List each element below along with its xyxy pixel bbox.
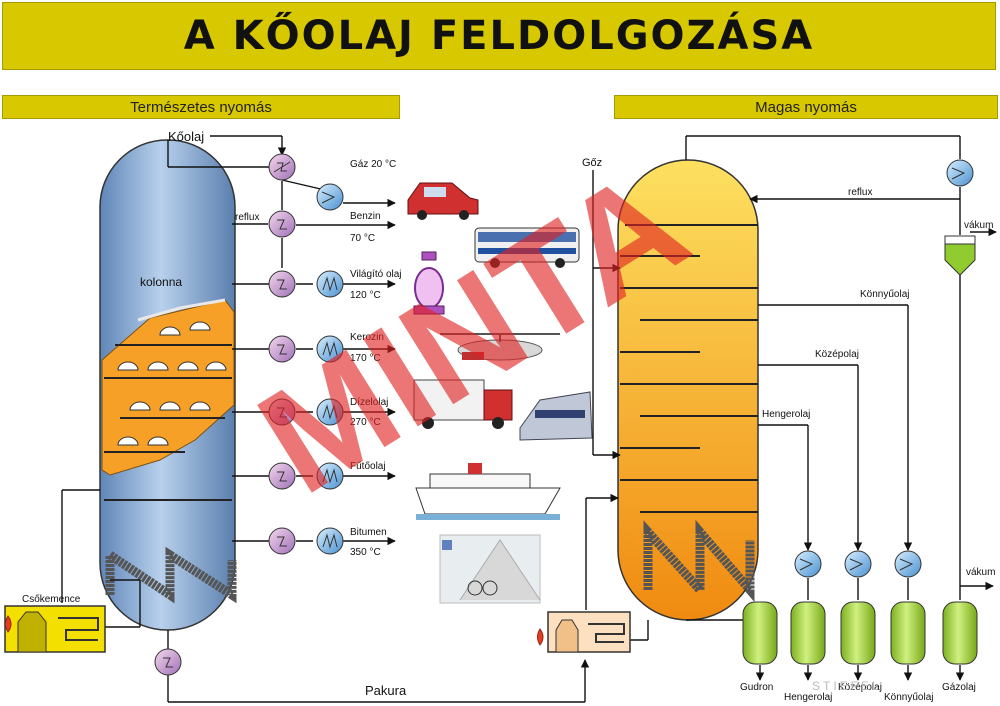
road-scene-icon [439,534,541,604]
left-reflux-label: reflux [235,212,259,223]
heat-exchanger-icon [268,335,296,363]
heat-exchanger-icon [268,153,296,181]
product-diesel-label: Dízelolaj [350,397,388,408]
bus-icon [474,227,580,268]
cooler-icon [844,550,872,578]
column-cutaway [101,299,235,476]
medium-oil-label: Középolaj [815,349,859,360]
left-furnace: Csőkemence [4,594,106,653]
cooler-icon [316,183,344,211]
furnace-label: Csőkemence [22,594,81,605]
truck-icon [413,379,513,429]
tank-konnyuolaj [890,601,926,665]
cylinder-oil-label: Hengerolaj [762,409,810,420]
product-bitumen-temp: 350 °C [350,547,381,558]
heat-exchanger-icon [268,270,296,298]
right-coolers [794,159,974,578]
tank-kozepolaj [840,601,876,665]
bubble-cap-trays [117,321,227,446]
flame-icon [5,615,12,633]
product-bitumen-label: Bitumen [350,527,387,538]
ship-icon [415,463,561,520]
steam-label: Gőz [582,157,602,169]
light-oil-label: Könnyűolaj [860,289,909,300]
product-kerosene-temp: 170 °C [350,353,381,364]
cooler-icon [316,462,344,490]
product-lamp-oil-temp: 120 °C [350,290,381,301]
cooler-icon [316,527,344,555]
lantern-icon [413,251,445,315]
title-bar: A KŐOLAJ FELDOLGOZÁSA [2,2,996,70]
right-section-header: Magas nyomás [614,95,998,119]
cooler-icon [894,550,922,578]
flame-icon [537,628,544,646]
left-section-header: Természetes nyomás [2,95,400,119]
right-reflux-label: reflux [848,187,872,198]
tank-gazolaj [942,601,978,665]
heat-exchanger-icon [154,648,182,676]
cooler-icon [316,398,344,426]
product-diesel-temp: 270 °C [350,417,381,428]
tank-label-kozepolaj: Középolaj [838,682,882,693]
cooler-icon [316,270,344,298]
train-icon [519,391,593,441]
vacuum-top-label: vákum [964,220,993,231]
tank-hengerolaj [790,601,826,665]
car-icon [407,182,479,220]
left-column: kolonna [99,139,237,631]
left-heat-exchangers [154,153,296,676]
input-label: Kőolaj [168,129,204,144]
column-label: kolonna [140,275,182,289]
tank-label-konnyuolaj: Könnyűolaj [884,692,933,703]
product-lamp-oil-label: Világító olaj [350,269,402,280]
left-flow-lines [61,135,590,703]
right-column [617,159,759,621]
product-illustrations [407,182,593,604]
product-petrol-temp: 70 °C [350,233,375,244]
helicopter-icon [440,333,560,361]
tank-gudron [742,601,778,665]
left-heating-coil [105,546,237,604]
tank-label-gazolaj: Gázolaj [942,682,976,693]
heat-exchanger-icon [268,210,296,238]
product-petrol-label: Benzin [350,211,381,222]
right-furnace [537,611,631,653]
tank-label-gudron: Gudron [740,682,773,693]
heat-exchanger-icon [268,527,296,555]
cooler-icon [794,550,822,578]
left-section-label: Természetes nyomás [130,98,272,116]
right-section-label: Magas nyomás [755,98,857,116]
product-tanks [742,601,978,665]
footer-logo: STIEFEL [812,679,882,693]
product-kerosene-label: Kerozin [350,332,384,343]
product-gas-label: Gáz 20 °C [350,159,396,170]
vacuum-separator [944,235,976,276]
left-coolers [316,183,344,555]
cooler-icon [946,159,974,187]
heat-exchanger-icon [268,398,296,426]
product-fuel-oil-label: Fűtőolaj [350,461,386,472]
heat-exchanger-icon [268,462,296,490]
right-heating-coil [643,519,755,603]
pakura-label: Pakura [365,683,407,698]
cooler-icon [316,335,344,363]
right-flow-lines [585,135,997,681]
page-title: A KŐOLAJ FELDOLGOZÁSA [183,13,815,59]
tank-label-hengerolaj: Hengerolaj [784,692,832,703]
vacuum-bottom-label: vákum [966,567,995,578]
